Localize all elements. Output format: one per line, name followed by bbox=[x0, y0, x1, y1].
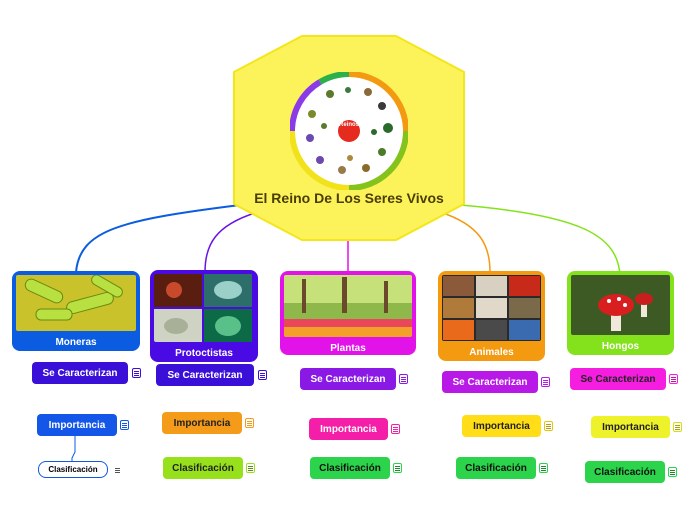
note-icon[interactable] bbox=[544, 421, 553, 431]
hongos-se-caracterizan[interactable]: Se Caracterizan bbox=[570, 368, 666, 390]
note-icon[interactable] bbox=[120, 420, 129, 430]
note-icon[interactable] bbox=[669, 374, 678, 384]
central-topic-title[interactable]: El Reino De Los Seres Vivos bbox=[254, 190, 444, 206]
branch-animales-label: Animales bbox=[469, 347, 514, 358]
branch-plantas[interactable]: Plantas bbox=[280, 271, 416, 355]
branch-plantas-label: Plantas bbox=[330, 343, 366, 354]
animales-clasificacion[interactable]: Clasificación bbox=[456, 457, 536, 479]
moneras-se-caracterizan[interactable]: Se Caracterizan bbox=[32, 362, 128, 384]
branch-moneras-label: Moneras bbox=[55, 337, 97, 348]
connector-moneras-clasificacion bbox=[71, 436, 76, 462]
note-icon[interactable] bbox=[668, 467, 677, 477]
plantas-importancia[interactable]: Importancia bbox=[309, 418, 388, 440]
reinos-wheel-image bbox=[290, 72, 408, 190]
protoctistas-importancia[interactable]: Importancia bbox=[162, 412, 242, 434]
branch-protoctistas-label: Protoctistas bbox=[175, 348, 233, 359]
note-icon[interactable] bbox=[258, 370, 267, 380]
bacteria-image bbox=[16, 274, 136, 331]
animales-importancia[interactable]: Importancia bbox=[462, 415, 541, 437]
plantas-se-caracterizan[interactable]: Se Caracterizan bbox=[300, 368, 396, 390]
branch-animales[interactable]: Animales bbox=[438, 271, 545, 361]
connector-moneras bbox=[75, 204, 241, 273]
note-icon[interactable] bbox=[132, 368, 141, 378]
hongos-clasificacion[interactable]: Clasificación bbox=[585, 461, 665, 483]
note-icon[interactable] bbox=[541, 377, 550, 387]
connector-hongos bbox=[459, 204, 621, 277]
branch-moneras[interactable]: Moneras bbox=[12, 271, 140, 351]
hongos-importancia[interactable]: Importancia bbox=[591, 416, 670, 438]
note-icon[interactable] bbox=[113, 465, 122, 475]
protoctistas-clasificacion[interactable]: Clasificación bbox=[163, 457, 243, 479]
branch-hongos-label: Hongos bbox=[601, 341, 640, 352]
branch-protoctistas[interactable]: Protoctistas bbox=[150, 270, 258, 362]
note-icon[interactable] bbox=[399, 374, 408, 384]
protists-image bbox=[154, 274, 252, 342]
moneras-clasificacion[interactable]: Clasificación bbox=[38, 461, 108, 478]
plantas-clasificacion[interactable]: Clasificación bbox=[310, 457, 390, 479]
note-icon[interactable] bbox=[673, 422, 682, 432]
note-icon[interactable] bbox=[246, 463, 255, 473]
note-icon[interactable] bbox=[539, 463, 548, 473]
branch-hongos[interactable]: Hongos bbox=[567, 271, 674, 355]
connector-animales bbox=[439, 211, 491, 273]
mushroom-image bbox=[571, 275, 670, 335]
animals-image bbox=[442, 275, 541, 341]
note-icon[interactable] bbox=[391, 424, 400, 434]
note-icon[interactable] bbox=[245, 418, 254, 428]
plants-image bbox=[284, 275, 412, 337]
note-icon[interactable] bbox=[393, 463, 402, 473]
connector-protoctistas bbox=[204, 211, 259, 273]
protoctistas-se-caracterizan[interactable]: Se Caracterizan bbox=[156, 364, 254, 386]
moneras-importancia[interactable]: Importancia bbox=[37, 414, 117, 436]
animales-se-caracterizan[interactable]: Se Caracterizan bbox=[442, 371, 538, 393]
reinos-label: Reinos bbox=[338, 122, 359, 128]
